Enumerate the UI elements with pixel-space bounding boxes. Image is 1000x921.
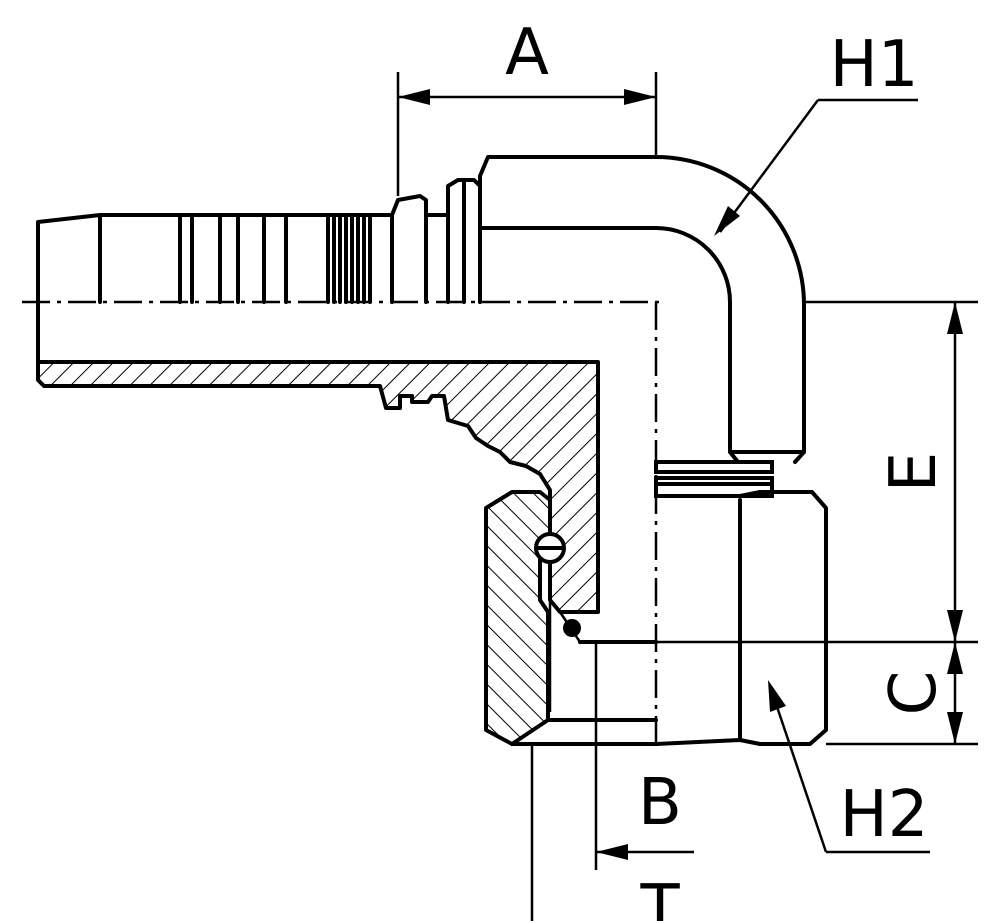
leader-h1 — [714, 98, 918, 236]
hose-tail-outer — [36, 213, 394, 304]
swivel-neck — [654, 460, 774, 498]
hose-tail-section — [36, 300, 600, 614]
centerlines — [22, 300, 660, 750]
dimension-e-c — [656, 300, 978, 746]
label-h1: H1 — [830, 28, 919, 102]
dimension-b-t — [530, 642, 694, 921]
label-a: A — [505, 16, 549, 90]
label-t: T — [639, 872, 680, 921]
leader-h2 — [768, 680, 930, 854]
elbow-body — [478, 155, 806, 464]
label-e: E — [877, 452, 951, 492]
label-b: B — [638, 766, 682, 840]
label-h2: H2 — [840, 778, 929, 852]
collar — [390, 178, 482, 304]
nut-section — [484, 490, 552, 746]
label-c: C — [877, 671, 951, 716]
nut-external — [510, 490, 828, 746]
dimension-a — [396, 72, 658, 196]
